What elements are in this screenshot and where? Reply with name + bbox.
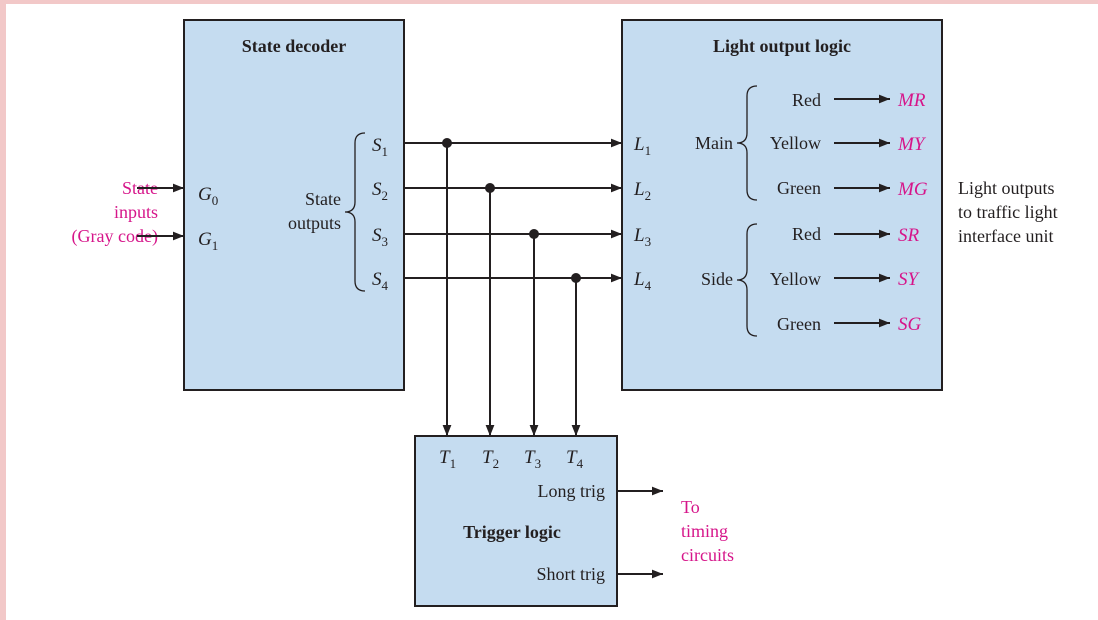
main-green-label: Green — [777, 178, 821, 198]
output-my-label: MY — [897, 134, 927, 155]
input-l3-label: L3 — [633, 225, 651, 249]
output-s2-label: S2 — [372, 179, 388, 203]
light-outputs-note-line3: interface unit — [958, 226, 1053, 246]
state-inputs-label-line2: inputs — [114, 202, 158, 222]
timing-note-line1: To — [681, 497, 700, 517]
state-outputs-label-line2: outputs — [288, 213, 341, 233]
group-side-label: Side — [701, 269, 733, 289]
group-side-brace — [736, 223, 758, 337]
group-main-brace — [736, 85, 758, 201]
output-s4-label: S4 — [372, 269, 389, 293]
output-mg-label: MG — [897, 179, 928, 200]
input-l2-label: L2 — [633, 179, 651, 203]
timing-note-line2: timing — [681, 521, 728, 541]
state-decoder-block — [183, 19, 405, 391]
light-outputs-note-line2: to traffic light — [958, 202, 1058, 222]
light-outputs-note-line1: Light outputs — [958, 178, 1055, 198]
state-inputs-label-line3: (Gray code) — [72, 226, 158, 247]
light-output-logic-title: Light output logic — [713, 36, 851, 56]
timing-note-line3: circuits — [681, 545, 734, 565]
input-g0-label: G0 — [198, 184, 218, 208]
input-t1-label: T1 — [439, 447, 456, 471]
side-yellow-label: Yellow — [770, 269, 821, 289]
state-outputs-label-line1: State — [305, 189, 341, 209]
input-t3-label: T3 — [524, 447, 541, 471]
main-yellow-label: Yellow — [770, 133, 821, 153]
output-sr-label: SR — [898, 225, 920, 246]
side-red-label: Red — [792, 224, 821, 244]
side-green-label: Green — [777, 314, 821, 334]
output-sg-label: SG — [898, 314, 922, 335]
light-output-logic-block — [621, 19, 943, 391]
state-outputs-brace — [344, 132, 366, 292]
input-l4-label: L4 — [633, 269, 652, 293]
input-t2-label: T2 — [482, 447, 499, 471]
input-g1-label: G1 — [198, 229, 218, 253]
output-s1-label: S1 — [372, 135, 388, 159]
long-trig-label: Long trig — [538, 481, 606, 501]
group-main-label: Main — [695, 133, 733, 153]
page-edge-left — [0, 0, 6, 620]
trigger-logic-block — [414, 435, 618, 607]
page-edge-top — [0, 0, 1098, 4]
input-t4-label: T4 — [566, 447, 584, 471]
short-trig-label: Short trig — [536, 564, 605, 584]
output-mr-label: MR — [897, 90, 926, 111]
output-sy-label: SY — [898, 269, 921, 290]
main-red-label: Red — [792, 90, 821, 110]
output-s3-label: S3 — [372, 225, 388, 249]
state-decoder-title: State decoder — [242, 36, 346, 56]
input-l1-label: L1 — [633, 134, 651, 158]
trigger-logic-title: Trigger logic — [463, 522, 561, 542]
